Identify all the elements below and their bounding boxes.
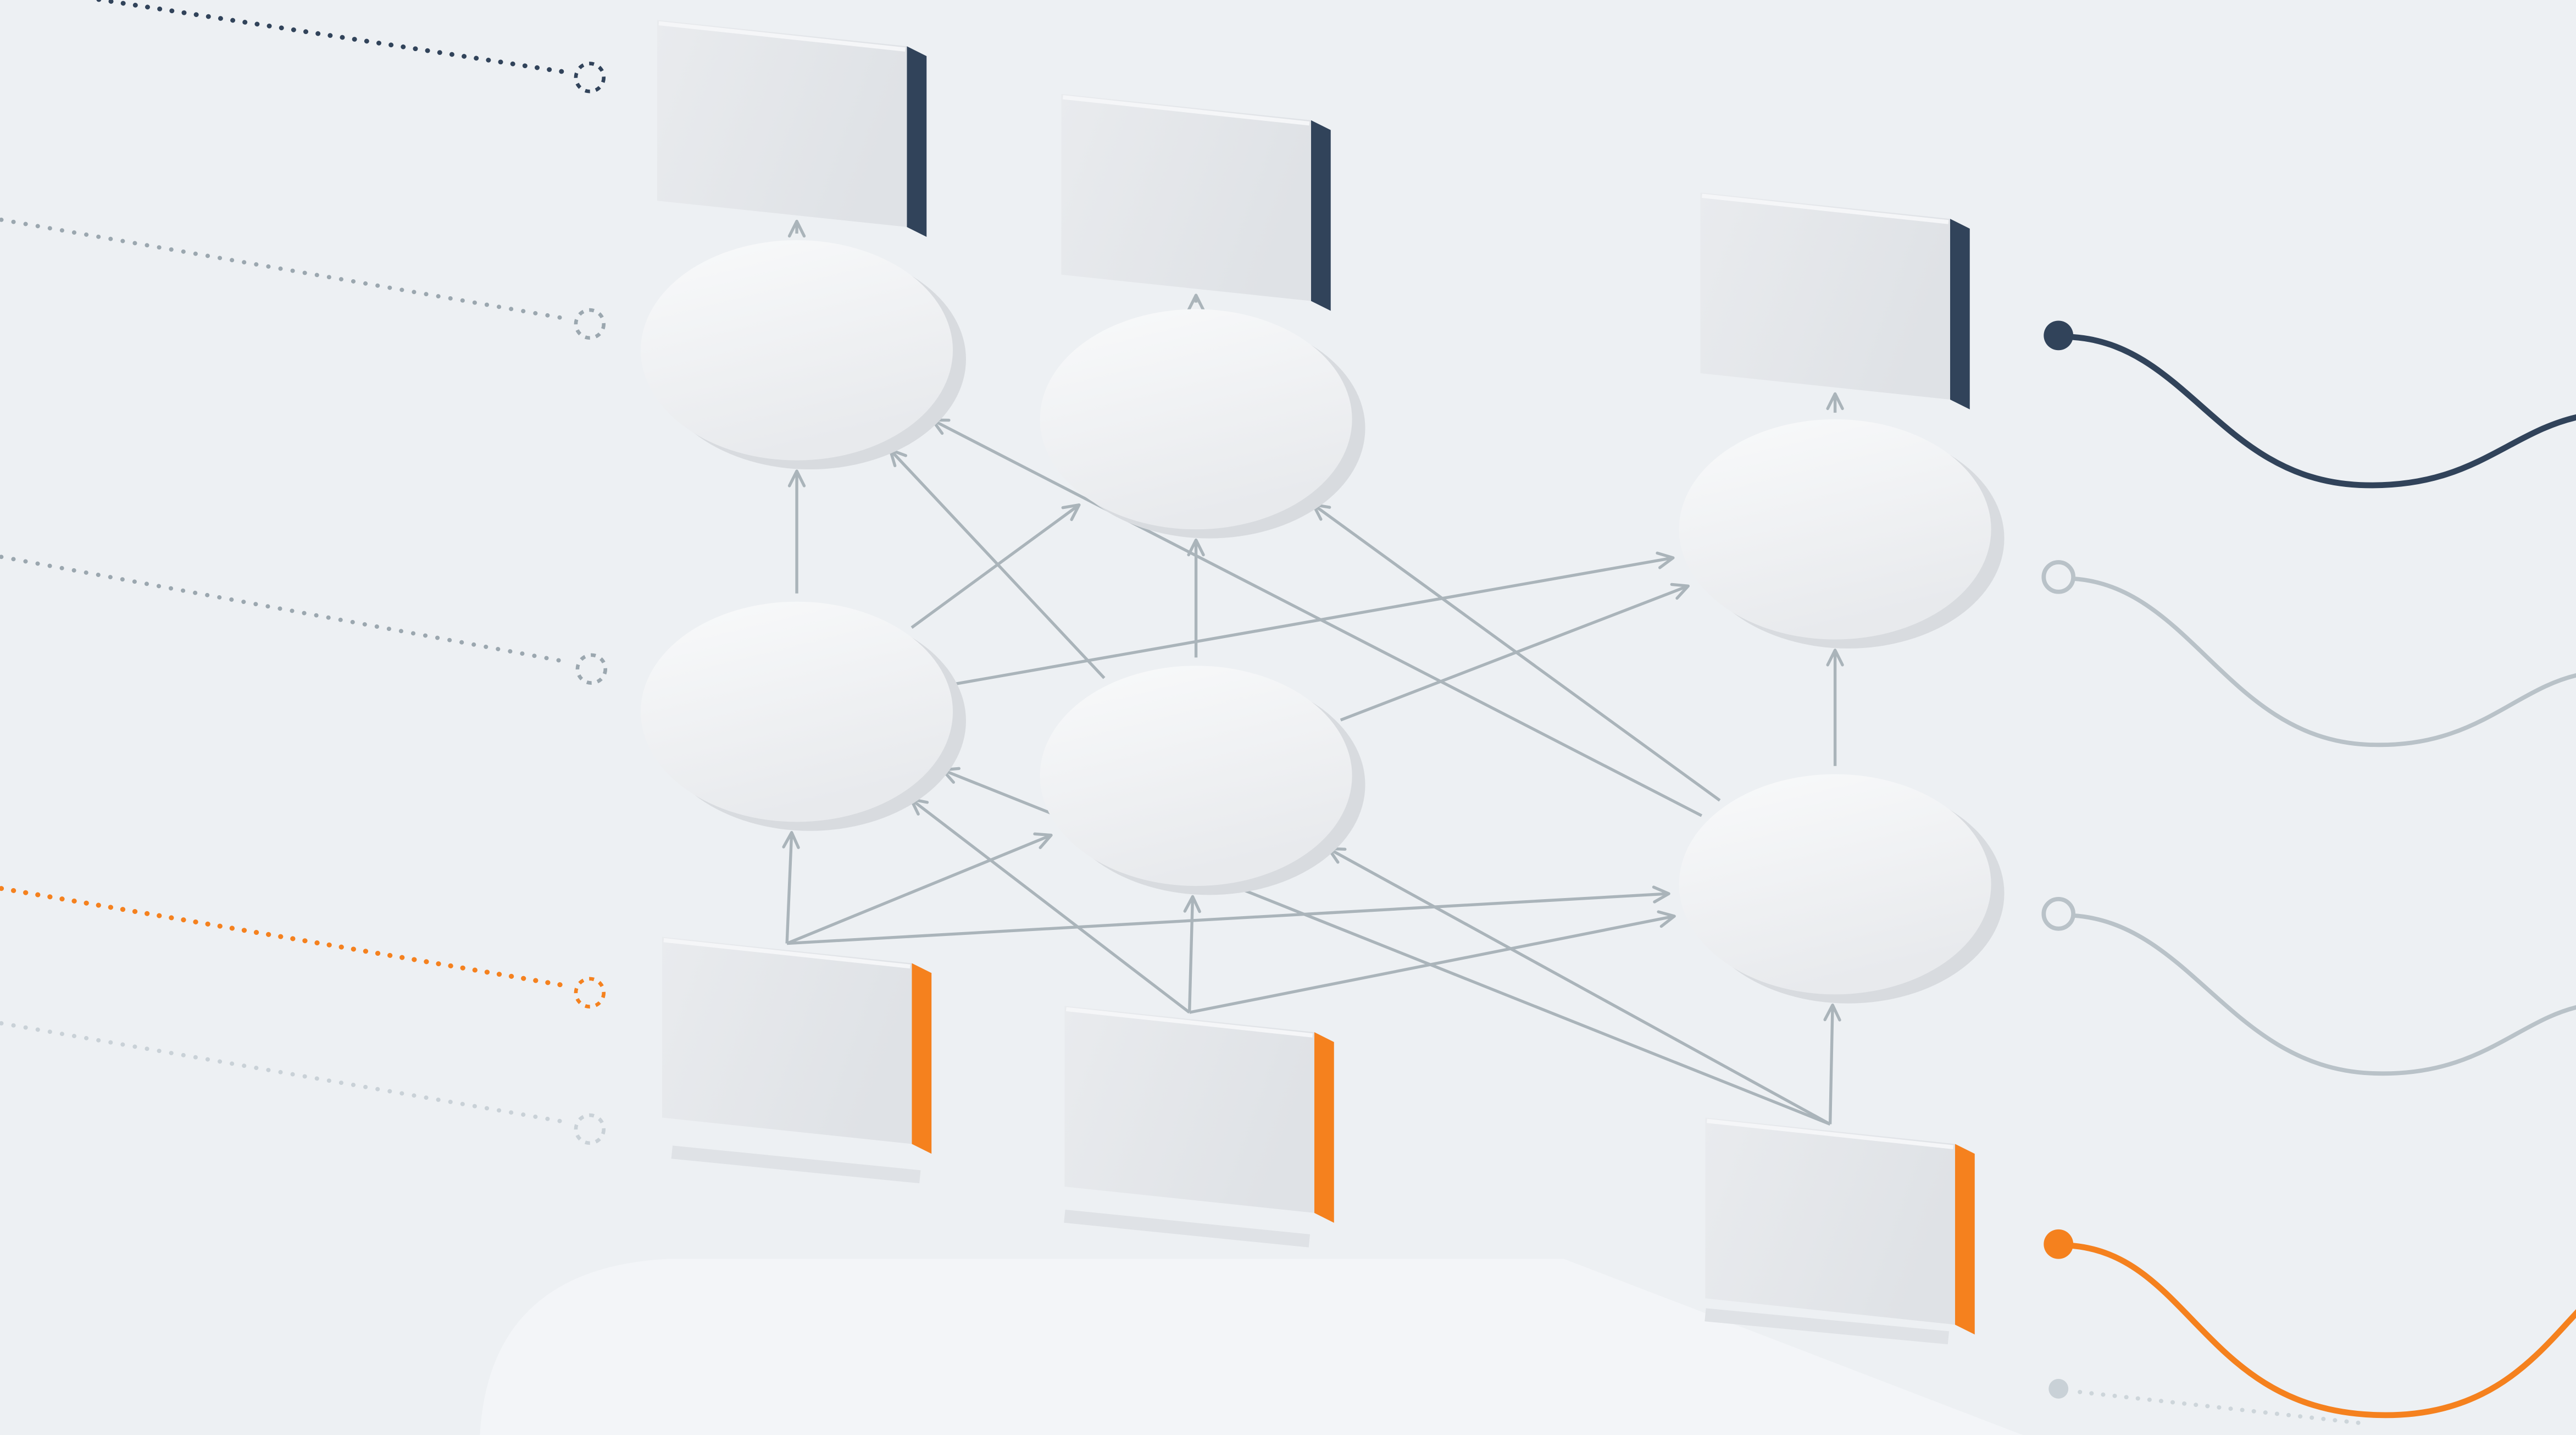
dotted-connector-line bbox=[0, 554, 573, 665]
card-side-face bbox=[1955, 1144, 1975, 1335]
card-side-face bbox=[907, 46, 927, 237]
connection-arrow bbox=[1340, 583, 1690, 722]
connection-arrow bbox=[956, 551, 1675, 685]
card-top-bevel bbox=[1702, 193, 1949, 224]
hidden-node bbox=[641, 601, 966, 831]
output-curve-line bbox=[2078, 1389, 2365, 1426]
hidden-node bbox=[1040, 666, 1365, 895]
input-card bbox=[1705, 1117, 1975, 1335]
card-side-face bbox=[1314, 1032, 1334, 1223]
connection-arrow bbox=[1183, 895, 1201, 1013]
card-top-bevel bbox=[1063, 95, 1310, 126]
terminal-small-dot bbox=[2048, 1378, 2069, 1399]
card-side-face bbox=[912, 963, 932, 1154]
dashed-terminal-circle bbox=[575, 653, 608, 685]
terminal-filled-dot bbox=[2044, 1229, 2074, 1259]
connection-arrow bbox=[931, 418, 1703, 817]
terminal-open-circle bbox=[2041, 560, 2076, 594]
output-curve-line bbox=[2070, 1243, 2576, 1419]
connection-arrow bbox=[909, 797, 1191, 1014]
dotted-connector-line bbox=[0, 1021, 571, 1125]
output-card bbox=[1700, 192, 1970, 409]
output-curve-line bbox=[2071, 913, 2576, 1076]
input-dotted-line-navy bbox=[86, 0, 606, 93]
connection-arrow bbox=[889, 448, 1106, 679]
hidden-node-face bbox=[1679, 774, 1991, 995]
output-curve-line bbox=[2071, 576, 2576, 747]
card-front-face bbox=[1061, 93, 1311, 301]
card-front-face bbox=[662, 937, 912, 1144]
hidden-node bbox=[641, 240, 966, 470]
hidden-node bbox=[1040, 309, 1365, 539]
connection-arrow bbox=[911, 503, 1081, 629]
input-dotted-line-gray-2 bbox=[0, 554, 608, 685]
connection-arrow bbox=[782, 830, 800, 944]
output-curve-gray-2 bbox=[2041, 896, 2576, 1076]
card-front-face bbox=[1700, 192, 1950, 400]
connection-arrow bbox=[1327, 847, 1831, 1126]
terminal-open-circle bbox=[2041, 896, 2076, 931]
output-card bbox=[1061, 93, 1331, 311]
card-front-face bbox=[1705, 1117, 1955, 1325]
output-curve-orange bbox=[2044, 1229, 2576, 1419]
card-underline bbox=[1064, 1210, 1311, 1248]
dotted-connector-line bbox=[0, 885, 571, 989]
hidden-node-face bbox=[641, 240, 953, 461]
hidden-node-face bbox=[641, 601, 953, 822]
hidden-node bbox=[1679, 419, 2005, 649]
connection-arrow bbox=[1823, 1003, 1841, 1124]
hidden-node-face bbox=[1040, 666, 1352, 886]
dashed-terminal-circle bbox=[574, 977, 606, 1009]
dashed-terminal-circle bbox=[574, 1113, 606, 1145]
output-curve-navy bbox=[2044, 320, 2576, 489]
dotted-connector-line bbox=[0, 217, 571, 322]
card-side-face bbox=[1311, 120, 1331, 311]
hidden-node-face bbox=[1679, 419, 1991, 640]
hidden-node bbox=[1679, 774, 2005, 1004]
connection-arrow bbox=[786, 832, 1053, 945]
hidden-node-face bbox=[1040, 309, 1352, 530]
dashed-terminal-circle bbox=[574, 62, 606, 93]
input-card bbox=[1064, 1006, 1334, 1223]
connection-arrow bbox=[786, 885, 1670, 945]
output-curve-line bbox=[2070, 334, 2576, 489]
output-card bbox=[657, 20, 927, 237]
card-top-bevel bbox=[1707, 1118, 1954, 1150]
card-side-face bbox=[1950, 219, 1970, 409]
input-card bbox=[662, 937, 932, 1154]
card-underline bbox=[671, 1145, 921, 1184]
input-dotted-line-gray-1 bbox=[0, 217, 606, 340]
card-top-bevel bbox=[1065, 1007, 1313, 1038]
terminal-filled-dot bbox=[2044, 320, 2074, 351]
card-front-face bbox=[657, 20, 907, 228]
card-front-face bbox=[1064, 1006, 1314, 1213]
input-dotted-line-faint bbox=[0, 1021, 606, 1145]
connection-arrow bbox=[1312, 503, 1721, 802]
card-top-bevel bbox=[658, 21, 906, 52]
card-underline bbox=[1705, 1308, 1950, 1345]
output-curve-gray-1 bbox=[2041, 560, 2576, 747]
input-dotted-line-orange bbox=[0, 885, 606, 1009]
dashed-terminal-circle bbox=[574, 308, 606, 340]
card-top-bevel bbox=[663, 938, 911, 969]
panel-corner-shape bbox=[480, 1259, 2023, 1435]
output-trail-faint bbox=[2048, 1378, 2365, 1426]
